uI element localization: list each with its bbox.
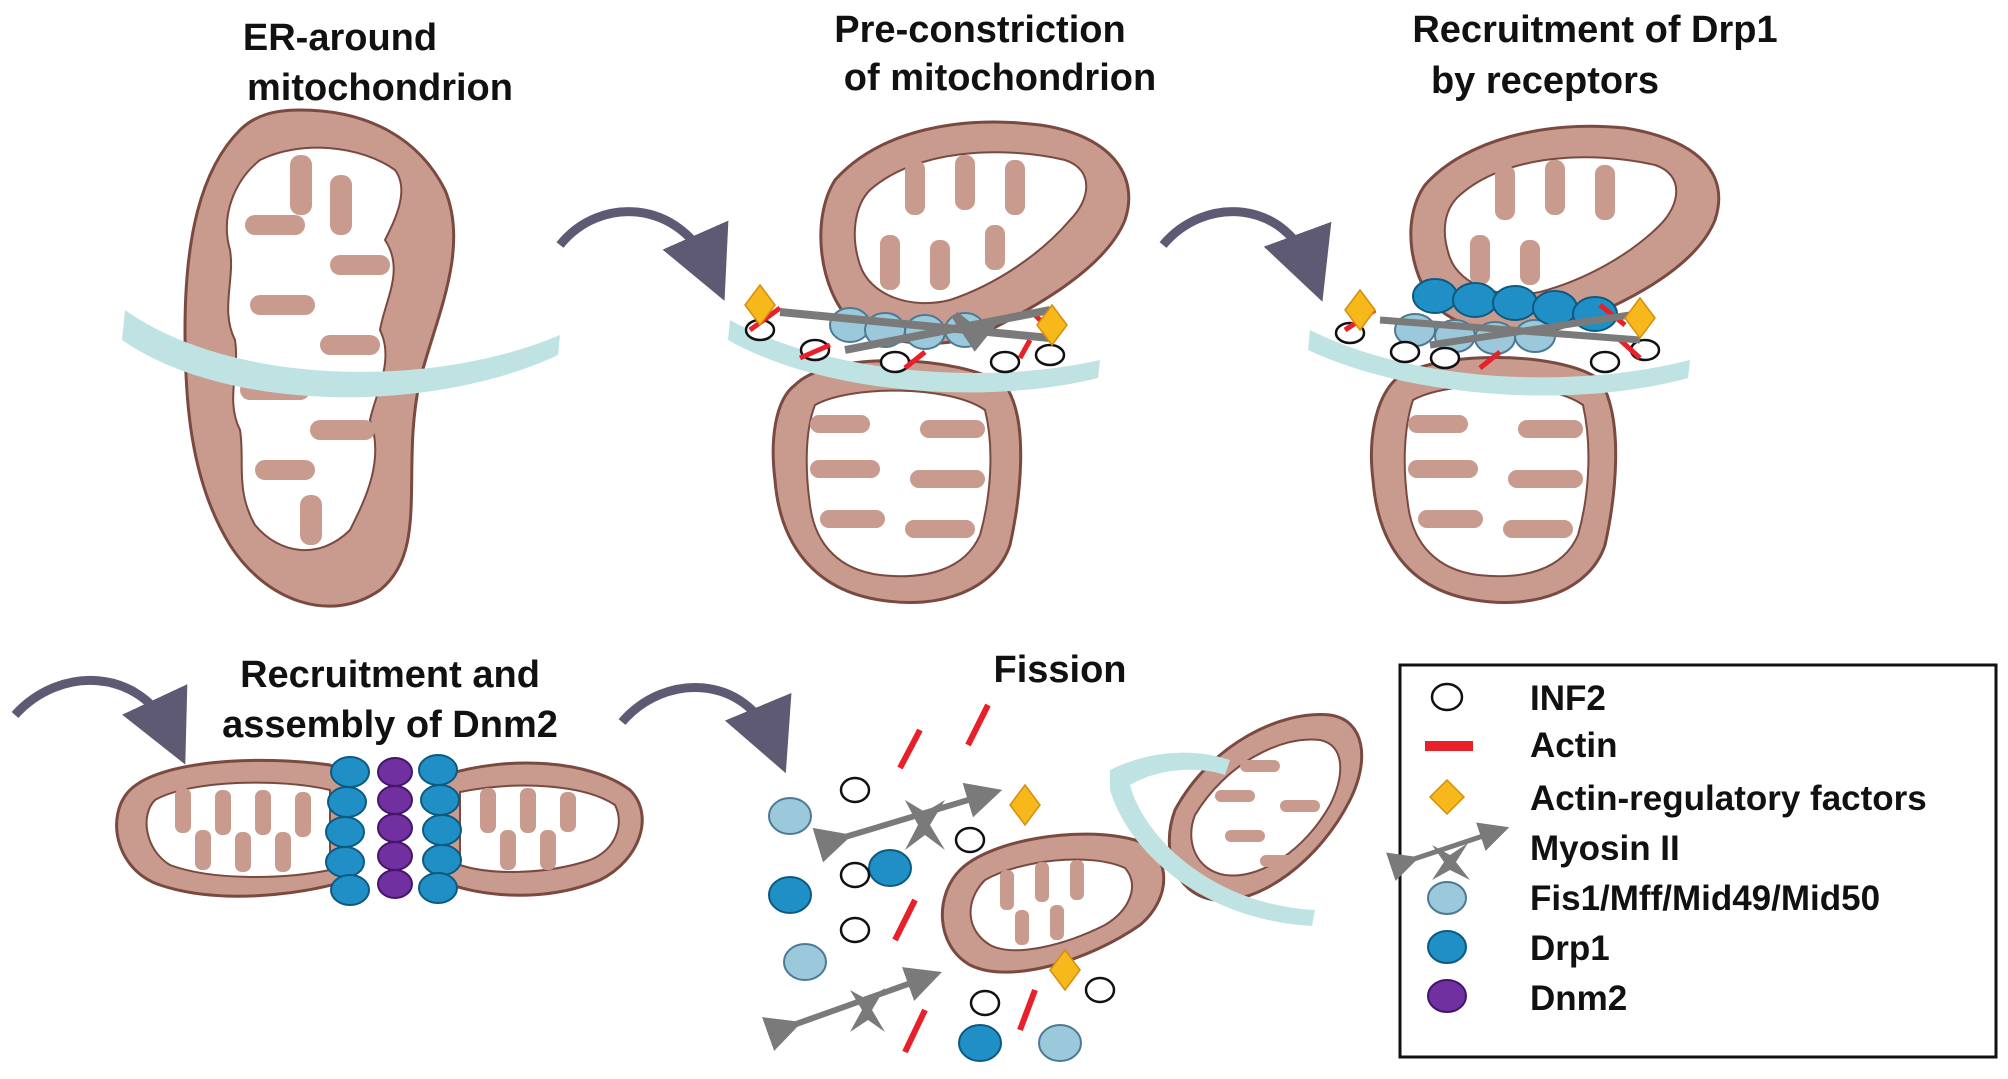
cristae-folds-daughter-2 <box>1215 760 1320 867</box>
actin-regulatory-factors <box>1344 288 1656 340</box>
cristae-folds-upper <box>880 155 1025 290</box>
panel-1-title-line-1: ER-around <box>243 17 437 59</box>
panel-2-title-line-2: of mitochondrion <box>844 57 1156 99</box>
yellow-diamond-icon <box>1428 778 1466 816</box>
legend-item-fis1-mff-mid49-mid50: Fis1/Mff/Mid49/Mid50 <box>1427 879 1880 918</box>
myosin-icon <box>1386 822 1510 881</box>
panel-4-title-line-2: assembly of Dnm2 <box>222 704 558 746</box>
cristae-folds-upper <box>1470 160 1615 285</box>
panel-5-title: Fission <box>993 649 1126 691</box>
panel-4-dnm2-assembly <box>115 754 644 906</box>
panel-3-recruitment-of-drp1 <box>1308 124 1721 605</box>
myosin-ii <box>1379 311 1641 349</box>
panel-3-title: Recruitment of Drp1 by receptors <box>1412 9 1777 102</box>
legend-label-actin: Actin <box>1530 726 1618 765</box>
cristae-folds <box>240 155 390 545</box>
drp1-ring <box>1412 278 1618 332</box>
blue-circle-icon <box>1427 930 1467 964</box>
endoplasmic-reticulum <box>122 310 560 398</box>
legend-label-dnm2: Dnm2 <box>1530 979 1627 1018</box>
panel-2-title: Pre-constriction of mitochondrion <box>834 9 1156 99</box>
panel-5-title-line-1: Fission <box>993 649 1126 691</box>
process-arrow-3 <box>11 675 188 765</box>
red-bar-icon <box>1425 741 1473 751</box>
dnm2-ring <box>377 757 413 899</box>
panel-3-title-line-2: by receptors <box>1431 60 1659 102</box>
process-arrow-1 <box>556 207 729 301</box>
drp1-ring <box>325 754 462 906</box>
panel-4-title: Recruitment and assembly of Dnm2 <box>222 654 558 746</box>
legend-label-inf2: INF2 <box>1530 679 1606 718</box>
free-myosin-ii <box>761 782 1003 1052</box>
legend: INF2 Actin Actin-regulatory factors Myos… <box>1386 663 1998 1059</box>
panel-5-fission <box>761 703 1364 1062</box>
legend-item-myosin-ii: Myosin II <box>1386 822 1680 881</box>
legend-item-actin-regulatory-factors: Actin-regulatory factors <box>1428 778 1927 818</box>
light-blue-circle-icon <box>1427 881 1467 915</box>
free-actin-regulatory-factors <box>1009 783 1081 992</box>
process-arrow-4 <box>618 683 792 774</box>
cristae-folds-lower <box>1408 415 1583 538</box>
purple-circle-icon <box>1427 979 1467 1013</box>
legend-label-myosin-ii: Myosin II <box>1530 829 1680 868</box>
open-circle-icon <box>1430 682 1464 712</box>
endoplasmic-reticulum <box>1110 752 1315 926</box>
panel-1-title-line-2: mitochondrion <box>247 67 513 109</box>
actin-regulatory-factors <box>744 283 1068 347</box>
legend-box <box>1398 663 1998 1059</box>
cristae-folds <box>175 788 576 872</box>
legend-item-actin: Actin <box>1425 726 1618 765</box>
process-arrow-2 <box>1159 207 1332 302</box>
inf2-markers <box>1334 321 1661 374</box>
panel-4-title-line-1: Recruitment and <box>240 654 540 696</box>
free-myosin-ii-heads <box>850 800 945 1032</box>
myosin-ii <box>779 306 1051 354</box>
legend-label-actin-regulatory-factors: Actin-regulatory factors <box>1530 779 1927 818</box>
endoplasmic-reticulum <box>728 320 1100 393</box>
panel-1-er-around-mitochondrion <box>122 108 560 608</box>
cristae <box>225 146 403 551</box>
cristae-folds-lower <box>810 415 985 538</box>
panel-2-pre-constriction <box>728 120 1131 605</box>
cristae-daughter-2 <box>1190 738 1342 877</box>
legend-label-drp1: Drp1 <box>1530 929 1610 968</box>
legend-item-inf2: INF2 <box>1430 679 1606 718</box>
legend-label-fis1-mff-mid49-mid50: Fis1/Mff/Mid49/Mid50 <box>1530 879 1880 918</box>
legend-item-drp1: Drp1 <box>1427 929 1610 968</box>
legend-item-dnm2: Dnm2 <box>1427 979 1627 1018</box>
endoplasmic-reticulum <box>1308 330 1690 396</box>
cristae-right <box>459 784 620 873</box>
panel-2-title-line-1: Pre-constriction <box>834 9 1125 51</box>
panel-3-title-line-1: Recruitment of Drp1 <box>1412 9 1777 51</box>
panel-1-title: ER-around mitochondrion <box>243 17 513 109</box>
cristae-folds-daughter-1 <box>1000 860 1084 945</box>
